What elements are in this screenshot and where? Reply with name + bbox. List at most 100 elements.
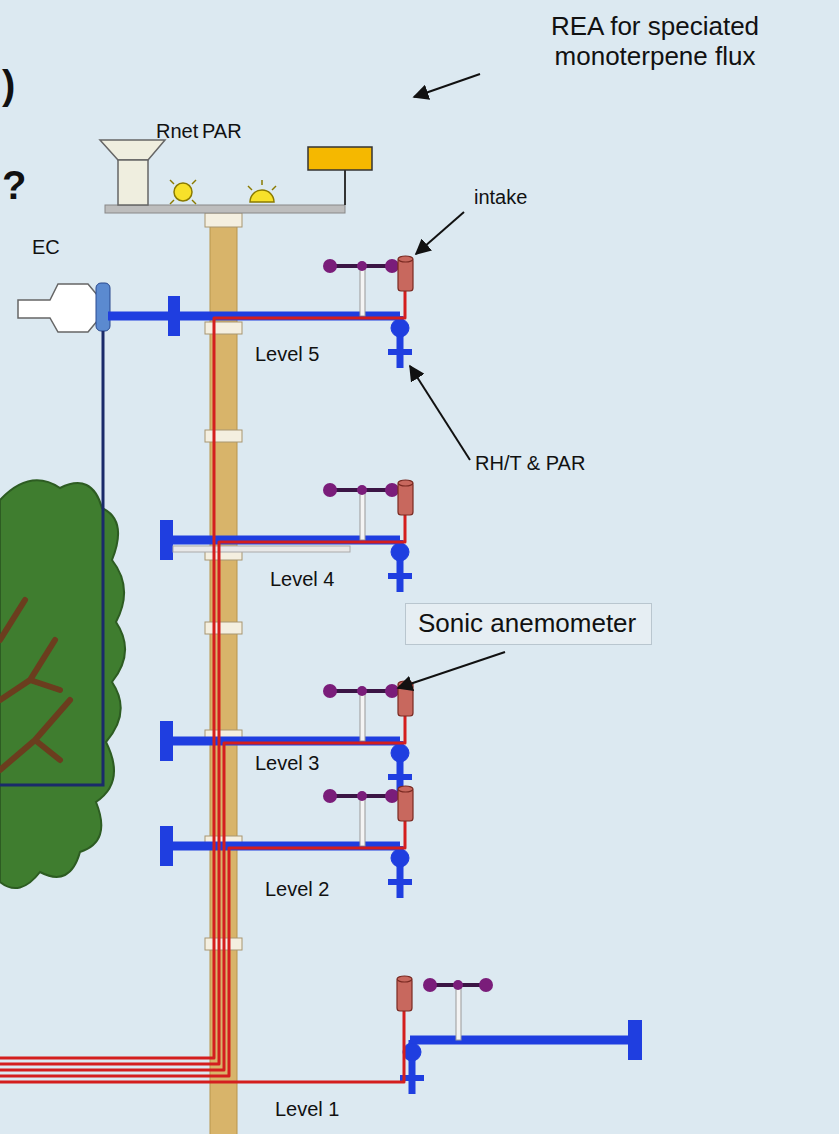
intake-cylinder bbox=[398, 256, 413, 262]
sample-tube bbox=[0, 821, 405, 1076]
pole-clamp bbox=[205, 622, 242, 634]
rht-sensor bbox=[391, 319, 409, 337]
rht-sensor bbox=[391, 543, 409, 561]
leader-arrow bbox=[410, 366, 470, 460]
intake-cylinder bbox=[398, 786, 413, 792]
level-label: Level 4 bbox=[270, 568, 335, 591]
sample-tube bbox=[0, 1011, 404, 1082]
sonic-anemometer bbox=[385, 684, 399, 698]
rnet-sensor bbox=[192, 200, 196, 204]
sample-tube bbox=[0, 716, 405, 1070]
ec-analyser bbox=[18, 284, 98, 332]
mount-arm bbox=[410, 1036, 640, 1045]
pole-clamp bbox=[205, 322, 242, 334]
sonic-anemometer bbox=[456, 985, 461, 1040]
sonic-anemometer bbox=[323, 259, 493, 1040]
platform bbox=[105, 205, 345, 213]
level-label: Level 2 bbox=[265, 878, 330, 901]
sonic-anemometer bbox=[423, 978, 437, 992]
ec-tube bbox=[0, 331, 103, 785]
sample-tube bbox=[0, 291, 405, 1058]
tree bbox=[0, 480, 125, 888]
rht-sensor bbox=[391, 849, 409, 867]
intake-cylinder bbox=[397, 978, 412, 1011]
rnet-sensor bbox=[174, 183, 192, 201]
level-label: Level 1 bbox=[275, 1098, 340, 1121]
cut-heading-fragment: ) bbox=[2, 62, 15, 108]
level-label: Level 3 bbox=[255, 752, 320, 775]
arm-end-block bbox=[160, 721, 173, 761]
sonic-anemometer bbox=[323, 684, 337, 698]
par-sensor bbox=[248, 180, 276, 202]
sonic-anemometer bbox=[360, 490, 365, 540]
callout-box: Sonic anemometer bbox=[405, 603, 652, 645]
instrument-callout: REA for speciated monoterpene flux bbox=[515, 12, 795, 72]
rnet-sensor bbox=[170, 180, 174, 184]
sonic-anemometer bbox=[360, 691, 365, 741]
sonic-anemometer bbox=[323, 483, 337, 497]
sonic-anemometer bbox=[385, 789, 399, 803]
sensor-label: PAR bbox=[202, 120, 242, 143]
sonic-anemometer bbox=[357, 791, 367, 801]
rnet-sensor bbox=[170, 180, 196, 204]
par-sensor bbox=[272, 186, 276, 190]
mount-arm bbox=[108, 316, 640, 1040]
rnet-bucket bbox=[100, 140, 165, 160]
sonic-anemometer bbox=[453, 980, 463, 990]
leader-arrow bbox=[414, 74, 480, 97]
leader-arrow bbox=[416, 212, 464, 254]
arm-end-block bbox=[160, 296, 642, 1060]
arm-brace bbox=[173, 546, 350, 552]
sonic-anemometer bbox=[385, 259, 399, 273]
pole-clamp bbox=[205, 430, 242, 442]
callout-label: intake bbox=[474, 186, 527, 209]
rnet-bucket bbox=[100, 140, 165, 205]
rnet-bucket bbox=[118, 160, 148, 205]
sonic-anemometer bbox=[357, 686, 367, 696]
leader-arrow bbox=[398, 652, 505, 688]
rht-sensor bbox=[388, 349, 412, 355]
intake-cylinder bbox=[398, 482, 413, 515]
rnet-sensor bbox=[170, 200, 174, 204]
sonic-anemometer bbox=[357, 485, 367, 495]
intake-cylinder bbox=[398, 258, 413, 291]
rht-sensor bbox=[388, 573, 412, 579]
tree bbox=[0, 600, 70, 770]
sonic-anemometer bbox=[385, 483, 399, 497]
pole-clamp bbox=[205, 213, 242, 227]
sample-tube bbox=[0, 515, 405, 1064]
sonic-anemometer bbox=[323, 789, 337, 803]
sample-tube bbox=[0, 291, 405, 1082]
sensor-label: Rnet bbox=[156, 120, 198, 143]
arm-end-block bbox=[160, 520, 173, 560]
arm-end-block bbox=[628, 1020, 642, 1060]
rht-sensor bbox=[403, 1043, 421, 1061]
par-sensor bbox=[250, 190, 274, 202]
rht-sensor bbox=[388, 774, 412, 780]
tree bbox=[0, 480, 125, 888]
rnet-sensor bbox=[192, 180, 196, 184]
sonic-anemometer bbox=[360, 796, 365, 846]
sonic-anemometer bbox=[323, 259, 337, 273]
sonic-anemometer bbox=[479, 978, 493, 992]
par-sensor bbox=[261, 180, 263, 185]
intake-cylinder bbox=[397, 976, 412, 982]
sonic-anemometer bbox=[360, 266, 365, 316]
sonic-anemometer bbox=[357, 261, 367, 271]
rea-mount bbox=[344, 170, 346, 205]
leader-arrow bbox=[398, 74, 505, 688]
rht-sensor bbox=[388, 879, 412, 885]
cut-heading-fragment: ? bbox=[2, 162, 26, 208]
rht-sensor bbox=[391, 744, 409, 762]
box-text: Sonic anemometer bbox=[418, 609, 639, 639]
arm-end-block bbox=[160, 826, 173, 866]
intake-cylinder bbox=[398, 788, 413, 821]
intake-cylinder bbox=[398, 480, 413, 486]
par-sensor bbox=[248, 186, 252, 190]
ec-inlet bbox=[96, 283, 110, 331]
callout-label: RH/T & PAR bbox=[475, 452, 585, 475]
level-label: Level 5 bbox=[255, 343, 320, 366]
